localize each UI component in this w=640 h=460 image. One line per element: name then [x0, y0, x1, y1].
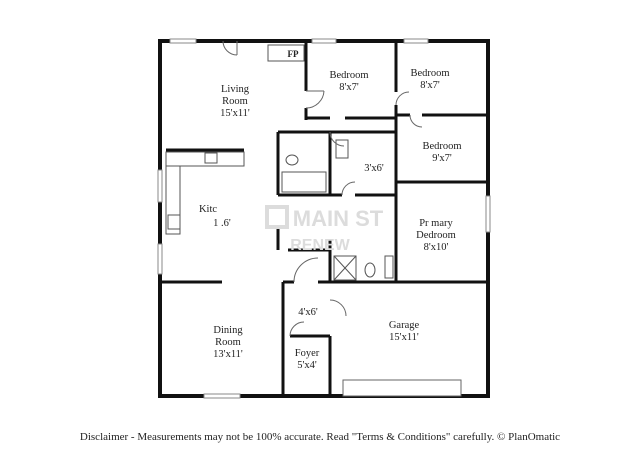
foyer-dims: 5'x4' — [297, 360, 317, 371]
dining-room-name2: Room — [215, 337, 241, 348]
watermark-line1: MAIN ST — [293, 206, 384, 231]
watermark-line2: RENEW — [290, 237, 350, 254]
living-room-dims: 15'x11' — [220, 108, 250, 119]
windows — [157, 38, 491, 399]
garage-name: Garage — [389, 320, 420, 331]
fireplace-label: FP — [288, 49, 299, 59]
bedroom3-dims: 9'x7' — [432, 153, 452, 164]
bedroom2-dims: 8'x7' — [420, 80, 440, 91]
bedroom1-dims: 8'x7' — [339, 82, 359, 93]
living-room-name: Living — [221, 84, 250, 95]
living-room-name2: Room — [222, 96, 248, 107]
interior-walls — [160, 41, 488, 396]
dining-room-dims: 13'x11' — [213, 349, 243, 360]
bedroom3-name: Bedroom — [422, 141, 461, 152]
room-labels: Living Room 15'x11' Bedroom 8'x7' Bedroo… — [199, 68, 462, 371]
hall-closet-dims: 3'x6' — [364, 163, 384, 174]
exterior-walls — [158, 39, 490, 398]
primary-bedroom-dims: 8'x10' — [424, 242, 449, 253]
bedroom2-name: Bedroom — [410, 68, 449, 79]
watermark: MAIN ST RENEW — [265, 205, 384, 254]
disclaimer-text: Disclaimer - Measurements may not be 100… — [79, 431, 561, 443]
garage-dims: 15'x11' — [389, 332, 419, 343]
primary-bedroom-name2: Dedroom — [416, 230, 456, 241]
door-swings — [222, 40, 423, 337]
dining-room-name: Dining — [213, 325, 243, 336]
kitchen-name: Kitc — [199, 204, 217, 215]
fixtures — [165, 44, 394, 281]
primary-bedroom-name: Pr mary — [419, 218, 453, 229]
kitchen-dims: 1 .6' — [213, 218, 231, 229]
laundry-dims: 4'x6' — [298, 307, 318, 318]
bedroom1-name: Bedroom — [329, 70, 368, 81]
foyer-name: Foyer — [295, 348, 320, 359]
